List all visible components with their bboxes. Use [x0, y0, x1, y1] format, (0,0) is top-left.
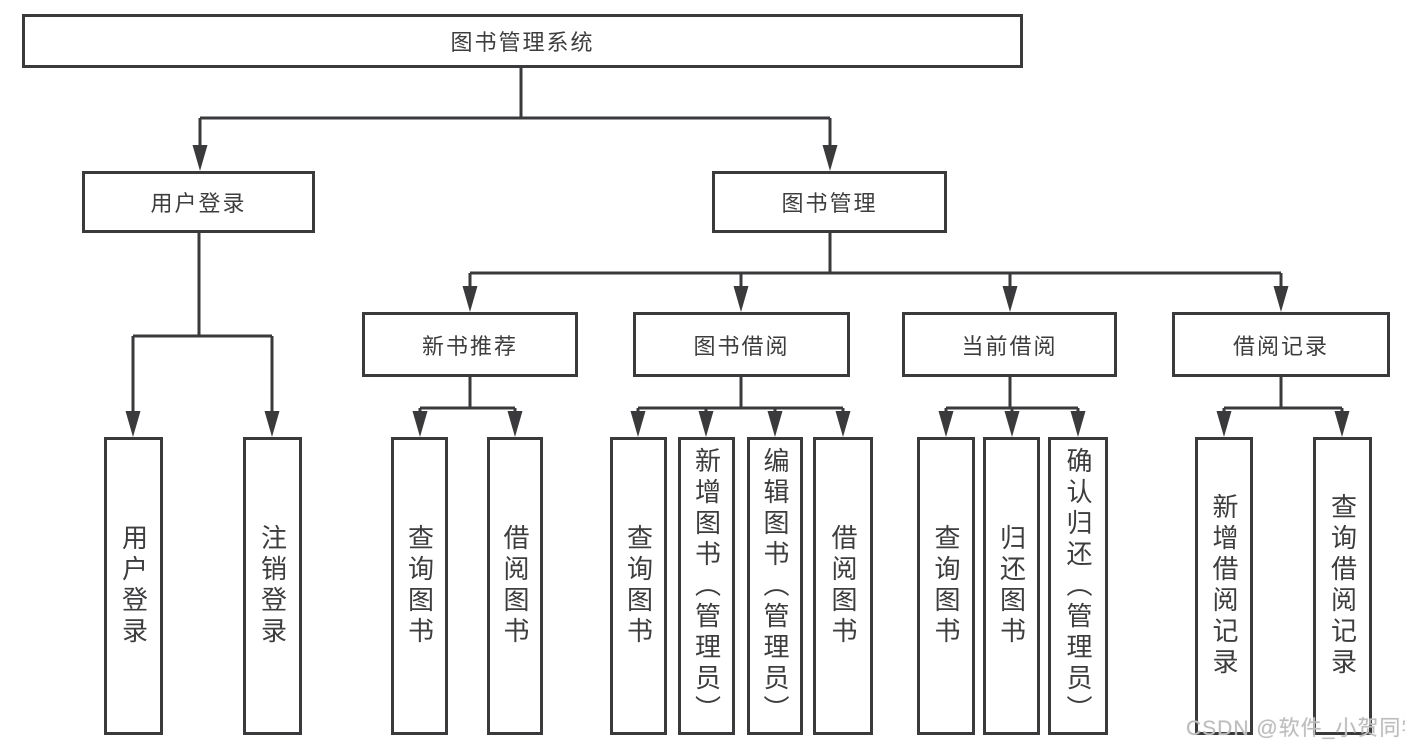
arrowhead-icon [1070, 411, 1086, 437]
arrowhead-icon [1216, 411, 1232, 437]
watermark-text: CSDN @软件_小贺同学 [1186, 717, 1405, 740]
node-book-borrowing: 图书借阅 [633, 312, 850, 377]
connector-new-book-recommend-split [412, 377, 523, 437]
node-label-leaf-edit-books-admin: 编辑图书（管理员） [760, 446, 790, 726]
node-label-user-login: 用户登录 [150, 191, 247, 216]
connector-user-login-split [125, 233, 280, 437]
connector-borrowing-records-split [1216, 377, 1350, 437]
node-label-leaf-query-borrow-record: 查询借阅记录 [1327, 493, 1358, 679]
node-label-leaf-query-books-1: 查询图书 [404, 524, 435, 648]
arrowhead-icon [630, 411, 646, 437]
node-label-leaf-query-books-2: 查询图书 [623, 524, 654, 648]
node-label-leaf-borrow-books-2: 借阅图书 [828, 524, 858, 648]
arrowhead-icon [1273, 286, 1289, 312]
node-leaf-query-borrow-record: 查询借阅记录 [1313, 437, 1372, 735]
connector-root-split [192, 68, 838, 171]
node-leaf-query-books-2: 查询图书 [610, 437, 667, 735]
node-label-leaf-user-login: 用户登录 [118, 524, 149, 648]
node-leaf-user-login: 用户登录 [104, 437, 163, 735]
arrowhead-icon [938, 411, 954, 437]
node-label-new-book-recommend: 新书推荐 [421, 333, 518, 359]
node-label-leaf-return-books: 归还图书 [996, 524, 1027, 648]
node-new-book-recommend: 新书推荐 [362, 312, 578, 377]
node-leaf-edit-books-admin: 编辑图书（管理员） [747, 437, 803, 735]
arrowhead-icon [507, 411, 523, 437]
connector-book-management-split [462, 233, 1289, 312]
arrowhead-icon [1334, 411, 1350, 437]
arrowhead-icon [264, 411, 280, 437]
node-label-borrowing-records: 借阅记录 [1232, 333, 1329, 359]
node-leaf-confirm-return: 确认归还（管理员） [1048, 437, 1108, 735]
arrowhead-icon [1002, 286, 1018, 312]
node-leaf-add-borrow-record: 新增借阅记录 [1195, 437, 1253, 735]
watermark: CSDN @软件_小贺同学 [1186, 712, 1405, 742]
node-label-leaf-add-books-admin: 新增图书（管理员） [691, 446, 722, 726]
node-label-leaf-query-books-3: 查询图书 [931, 524, 961, 648]
arrowhead-icon [125, 411, 141, 437]
node-user-login: 用户登录 [82, 171, 315, 233]
node-borrowing-records: 借阅记录 [1172, 312, 1390, 377]
node-book-management: 图书管理 [712, 171, 947, 233]
node-leaf-logout: 注销登录 [243, 437, 302, 735]
node-leaf-query-books-3: 查询图书 [917, 437, 975, 735]
node-label-leaf-logout: 注销登录 [257, 524, 288, 648]
node-label-leaf-add-borrow-record: 新增借阅记录 [1209, 493, 1239, 679]
arrowhead-icon [412, 411, 428, 437]
connector-current-borrowing-split [938, 377, 1086, 437]
arrowhead-icon [462, 286, 478, 312]
arrowhead-icon [698, 411, 714, 437]
node-label-book-management: 图书管理 [781, 191, 878, 216]
node-root: 图书管理系统 [22, 14, 1023, 68]
node-label-book-borrowing: 图书借阅 [693, 333, 790, 359]
arrowhead-icon [192, 145, 208, 171]
node-leaf-borrow-books-1: 借阅图书 [487, 437, 543, 735]
node-label-root: 图书管理系统 [450, 30, 595, 55]
arrowhead-icon [1004, 411, 1020, 437]
arrowhead-icon [835, 411, 851, 437]
node-label-leaf-confirm-return: 确认归还（管理员） [1063, 446, 1093, 726]
node-leaf-borrow-books-2: 借阅图书 [813, 437, 873, 735]
node-leaf-query-books-1: 查询图书 [391, 437, 448, 735]
node-label-leaf-borrow-books-1: 借阅图书 [500, 524, 530, 648]
node-label-current-borrowing: 当前借阅 [961, 333, 1058, 359]
arrowhead-icon [767, 411, 783, 437]
arrowhead-icon [822, 145, 838, 171]
arrowhead-icon [733, 286, 749, 312]
node-leaf-return-books: 归还图书 [983, 437, 1040, 735]
node-current-borrowing: 当前借阅 [902, 312, 1117, 377]
connector-book-borrowing-split [630, 377, 851, 437]
node-leaf-add-books-admin: 新增图书（管理员） [678, 437, 735, 735]
